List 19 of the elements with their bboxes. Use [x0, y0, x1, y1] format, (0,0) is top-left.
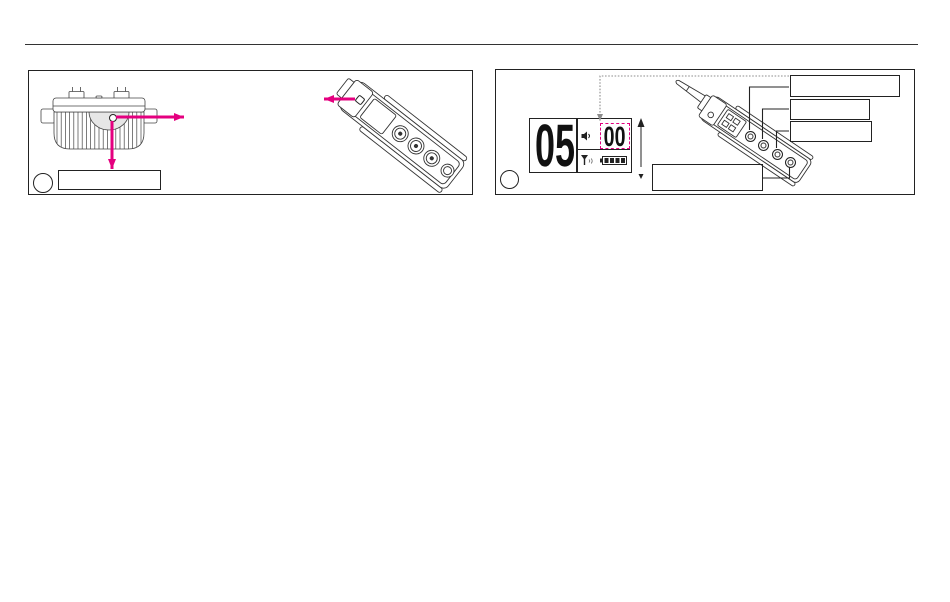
- lcd-digits: 05: [535, 123, 576, 168]
- empty-label-frame: [652, 164, 763, 191]
- leader-line: [762, 167, 790, 179]
- leader-line: [748, 86, 789, 130]
- lcd-digits: 00: [604, 126, 626, 146]
- arrow: [116, 113, 184, 121]
- leader-line: [776, 130, 789, 148]
- receiver-unit: [40, 86, 160, 151]
- empty-label-frame: [790, 121, 872, 142]
- dashed-highlight-frame: [600, 123, 630, 149]
- lcd-screen: [529, 118, 632, 173]
- arrow: [108, 121, 116, 169]
- leader-line: [762, 108, 789, 139]
- figure-panel: [28, 70, 473, 195]
- arrow: [597, 75, 789, 121]
- empty-label-frame: [790, 99, 870, 120]
- figure-panel: [495, 69, 915, 195]
- empty-label-frame: [58, 170, 161, 190]
- empty-label-frame: [790, 75, 900, 97]
